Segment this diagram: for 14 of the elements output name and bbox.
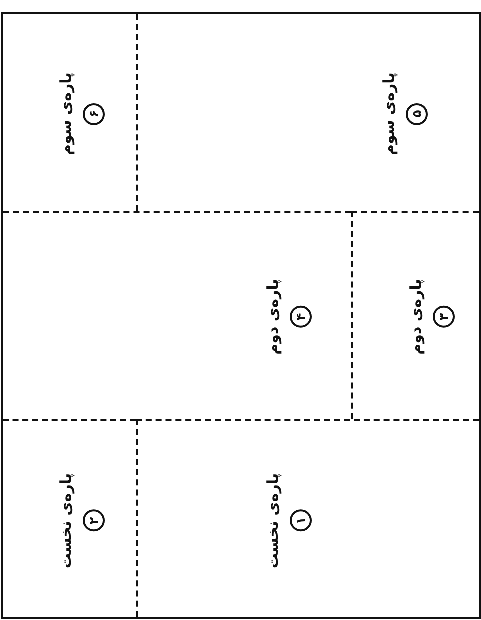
region-label: پاره‌ی سوم — [57, 72, 75, 156]
circled-number: ۲ — [83, 510, 105, 532]
circled-number: ۱ — [290, 510, 312, 532]
region-label: پاره‌ی سوم — [380, 72, 398, 156]
panel-region — [136, 419, 479, 617]
region-label: پاره‌ی دوم — [264, 279, 282, 355]
circled-number: ۶ — [83, 103, 105, 125]
circled-number: ۵ — [406, 103, 428, 125]
circled-number: ۴ — [290, 306, 312, 328]
region-label: پاره‌ی نخست — [57, 473, 75, 569]
circled-number: ۳ — [433, 306, 455, 328]
region-label: پاره‌ی نخست — [264, 473, 282, 569]
region-label: پاره‌ی دوم — [407, 279, 425, 355]
panel-region — [351, 211, 479, 419]
